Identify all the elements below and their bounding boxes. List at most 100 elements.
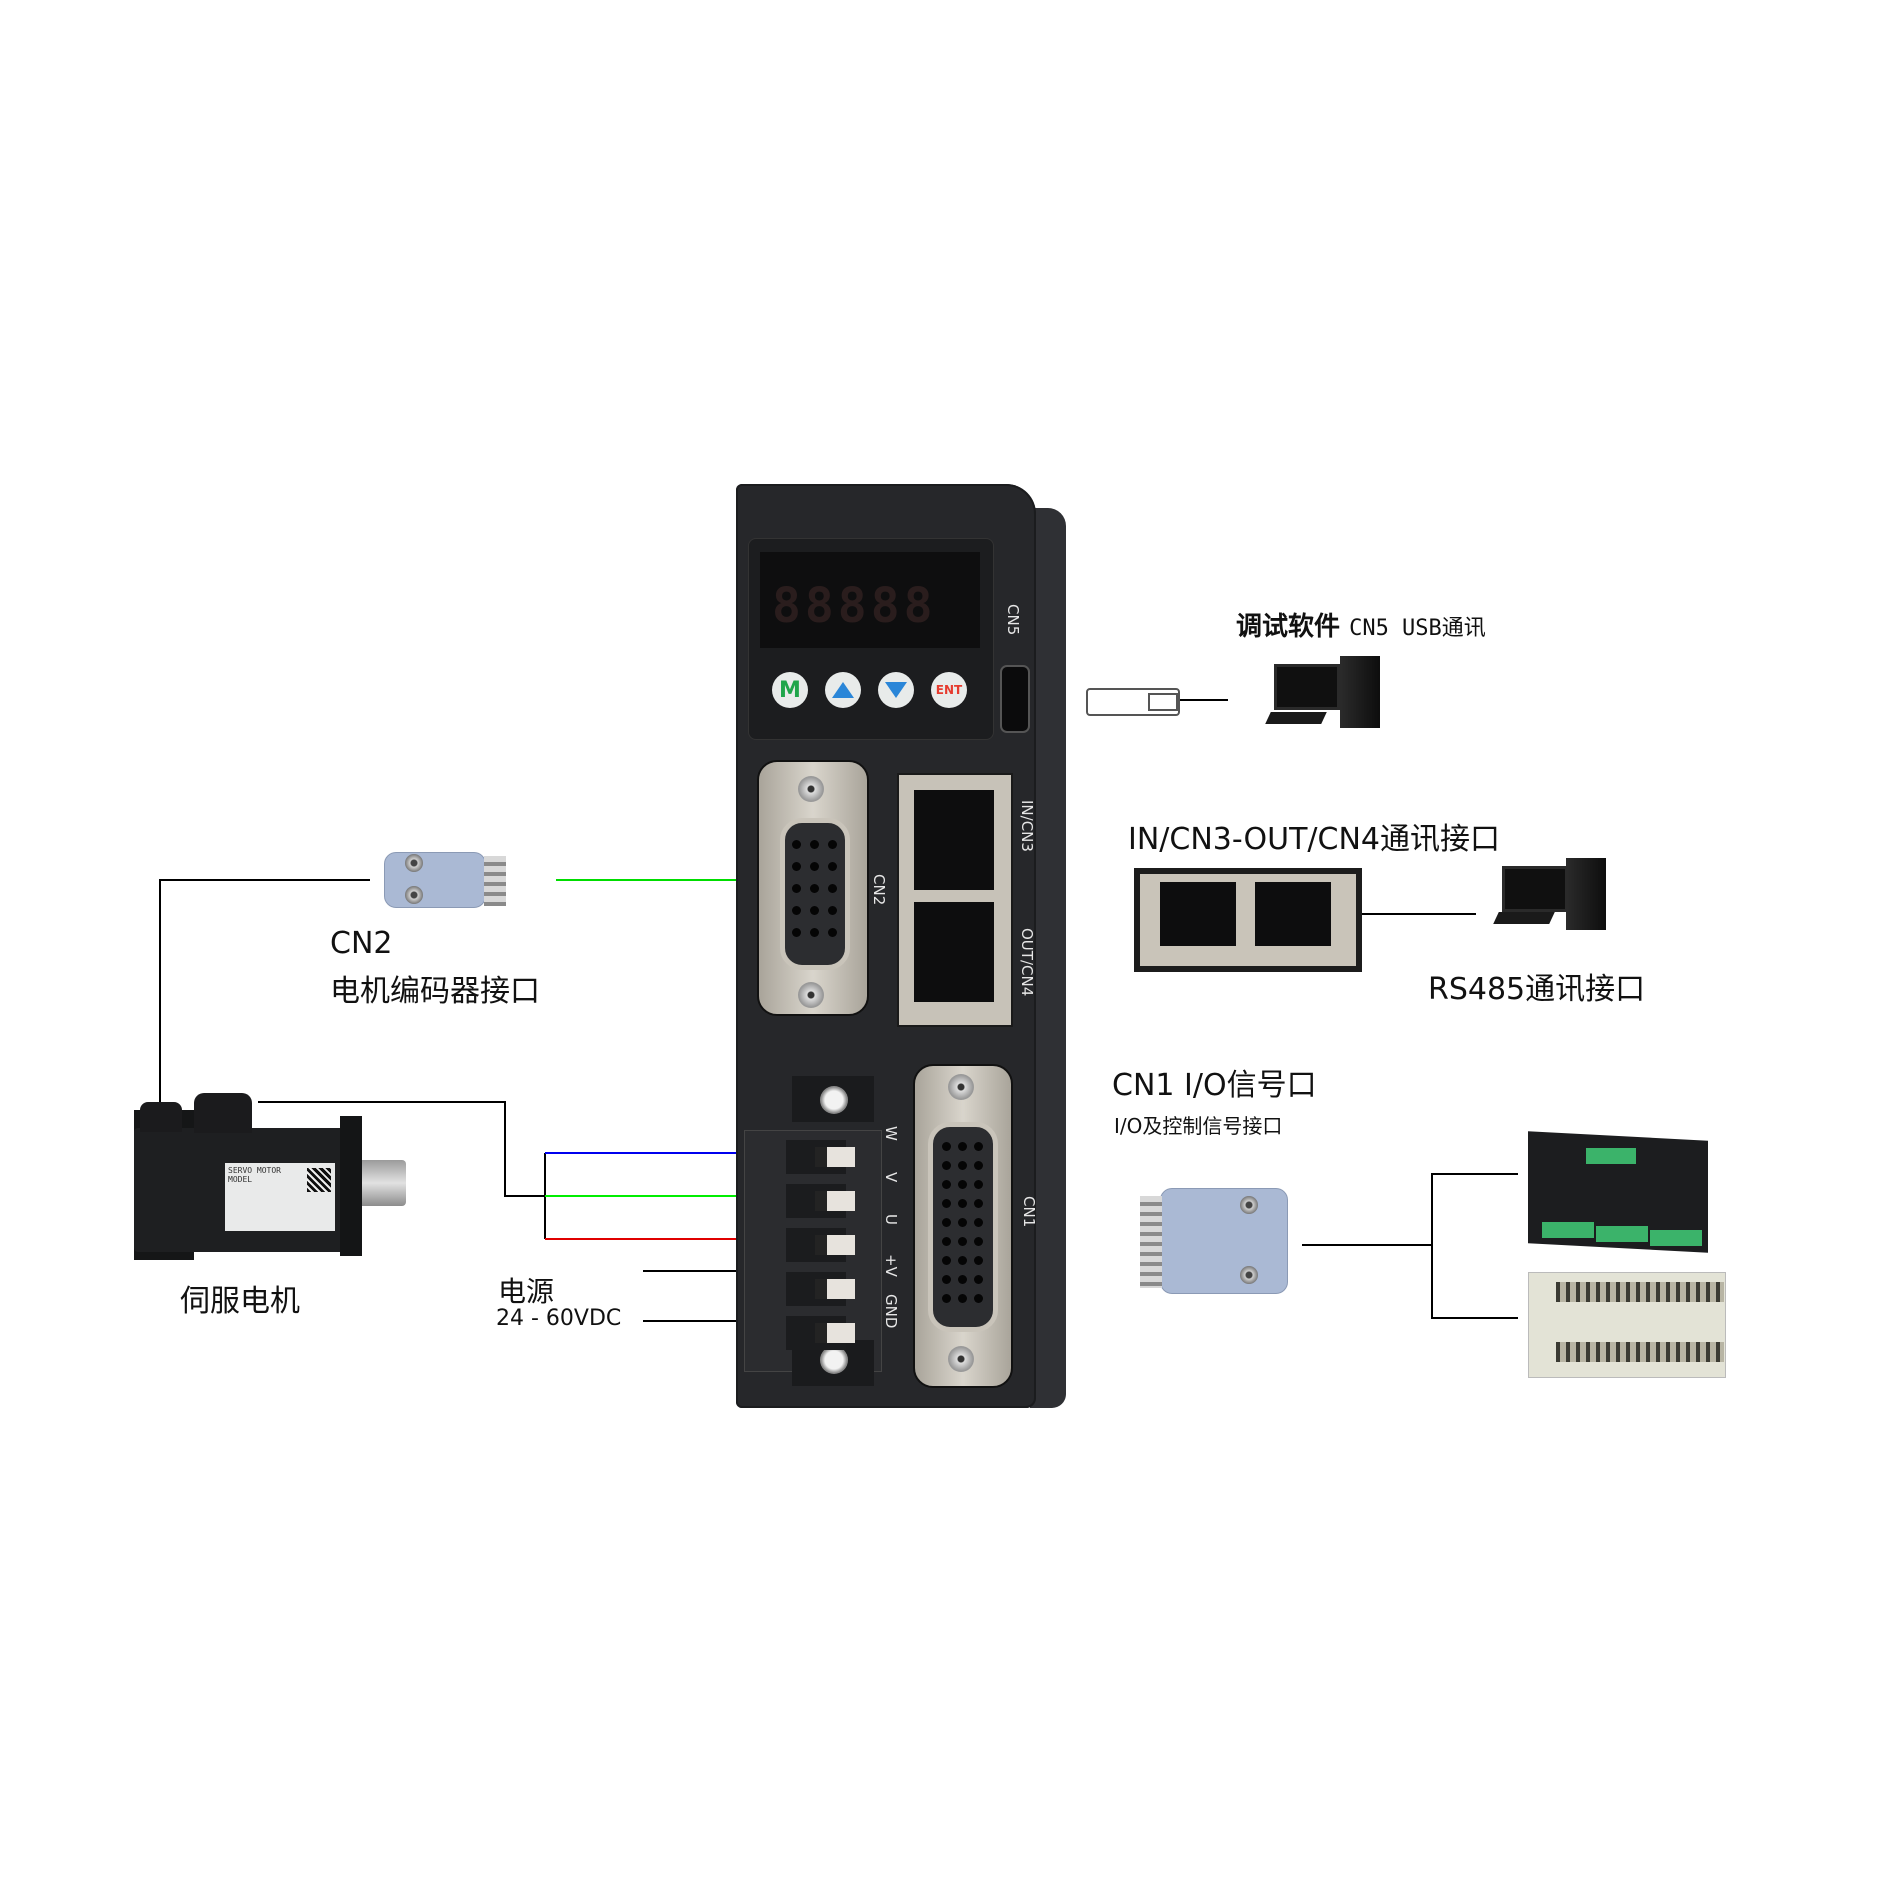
motor-shaft [362, 1160, 406, 1206]
plc-terminal-row-icon [1556, 1342, 1724, 1362]
connector-pin [958, 1218, 967, 1227]
connector-pins-icon [484, 856, 506, 906]
terminal-label-gnd: GND [882, 1294, 900, 1329]
terminal-label-v: V [882, 1172, 900, 1183]
cn1-screw-top [948, 1074, 974, 1100]
connector-pin [942, 1294, 951, 1303]
connector-pin [792, 928, 801, 937]
cn2-port-label: CN2 [870, 874, 888, 906]
usb-plug-tip-icon [1148, 693, 1178, 711]
connector-screw-icon [405, 854, 423, 872]
led-display [760, 552, 980, 648]
cn1-branch [1431, 1173, 1518, 1319]
connector-pin [942, 1180, 951, 1189]
drive-side-panel [1030, 508, 1066, 1408]
up-arrow-icon [832, 682, 854, 698]
nameplate-line-1: SERVO MOTOR [228, 1166, 281, 1175]
rs485-title: RS485通讯接口 [1428, 972, 1646, 1007]
connector-pin [958, 1256, 967, 1265]
terminal-screw-clamp [815, 1235, 855, 1255]
plc-terminal-row-icon [1556, 1282, 1724, 1302]
connector-pin [958, 1142, 967, 1151]
connector-pin [958, 1180, 967, 1189]
connector-screw-icon [1240, 1266, 1258, 1284]
connector-pin [828, 862, 837, 871]
comm-interface-title: IN/CN3-OUT/CN4通讯接口 [1128, 822, 1501, 857]
motor-power-plug [194, 1093, 252, 1133]
rj45-port-out-cn4[interactable] [914, 902, 994, 1002]
rj45-closeup-port-out [1255, 882, 1331, 946]
debug-software-title: 调试软件 CN5 USB通讯 [1236, 606, 1486, 643]
connector-screw-icon [1240, 1196, 1258, 1214]
keyboard-icon [1493, 912, 1555, 924]
connector-pin [942, 1237, 951, 1246]
connector-pin [974, 1237, 983, 1246]
down-arrow-icon [885, 682, 907, 698]
monitor-icon [1502, 866, 1568, 912]
cn1-subtitle: I/O及控制信号接口 [1114, 1114, 1283, 1138]
terminal-screw-clamp [815, 1279, 855, 1299]
terminal-green-icon [1586, 1148, 1636, 1164]
motor-encoder-plug [140, 1102, 182, 1132]
connector-pin [828, 928, 837, 937]
connector-pin [810, 928, 819, 937]
qr-code-icon [307, 1168, 331, 1192]
motor-flange [340, 1116, 362, 1256]
connector-pin [792, 840, 801, 849]
rj45-closeup-port-in [1160, 882, 1236, 946]
connector-pin [974, 1199, 983, 1208]
connector-screw-icon [405, 886, 423, 904]
connector-pin [942, 1256, 951, 1265]
connector-pin [810, 906, 819, 915]
connector-pin [974, 1294, 983, 1303]
monitor-icon [1274, 664, 1340, 710]
cn3-port-label: IN/CN3 [1018, 800, 1036, 852]
terminal-screw-clamp [815, 1323, 855, 1343]
connector-pin [974, 1218, 983, 1227]
rj45-port-in-cn3[interactable] [914, 790, 994, 890]
debug-software-label: 调试软件 [1236, 612, 1341, 642]
pc-tower-icon [1566, 858, 1606, 930]
terminal-screw-top [820, 1086, 848, 1114]
motor-title: 伺服电机 [180, 1284, 300, 1319]
nameplate-line-2: MODEL [228, 1175, 253, 1184]
connector-pin [958, 1237, 967, 1246]
connector-pin [942, 1275, 951, 1284]
cn2-screw-bottom [798, 982, 824, 1008]
power-title: 电源 [498, 1275, 555, 1308]
cn2-screw-top [798, 776, 824, 802]
up-button[interactable] [825, 672, 861, 708]
terminal-label-plus-v: +V [882, 1254, 900, 1277]
connector-pin [958, 1294, 967, 1303]
connector-pin [942, 1218, 951, 1227]
connector-pin [828, 884, 837, 893]
connector-pins-icon [1140, 1196, 1162, 1288]
connector-pin [974, 1161, 983, 1170]
power-voltage: 24 - 60VDC [496, 1306, 622, 1331]
db-connector-cn2-icon [384, 852, 486, 908]
enter-button-label: ENT [935, 683, 963, 697]
cn1-title: CN1 I/O信号口 [1112, 1068, 1317, 1103]
terminal-label-w: W [882, 1126, 900, 1141]
terminal-screw-clamp [815, 1191, 855, 1211]
pc-tower-icon [1340, 656, 1380, 728]
connector-pin [810, 862, 819, 871]
display-digits: 88888 [772, 578, 937, 634]
cn5-port-label: CN5 [1004, 604, 1022, 636]
db-connector-cn1-icon [1160, 1188, 1288, 1294]
connector-pin [974, 1256, 983, 1265]
cn5-usb-label: CN5 USB通讯 [1349, 616, 1486, 641]
usb-port-cn5[interactable] [1000, 665, 1030, 733]
connector-pin [942, 1142, 951, 1151]
terminal-label-u: U [882, 1214, 900, 1225]
enter-button[interactable]: ENT [931, 672, 967, 708]
terminal-screw-bottom [820, 1346, 848, 1374]
connector-pin [958, 1199, 967, 1208]
cn2-port[interactable] [780, 818, 850, 970]
connector-pin [810, 884, 819, 893]
cn2-connector-plate [757, 760, 869, 1016]
connector-pin [958, 1275, 967, 1284]
connector-pin [828, 840, 837, 849]
down-button[interactable] [878, 672, 914, 708]
mode-button[interactable]: M [772, 672, 808, 708]
